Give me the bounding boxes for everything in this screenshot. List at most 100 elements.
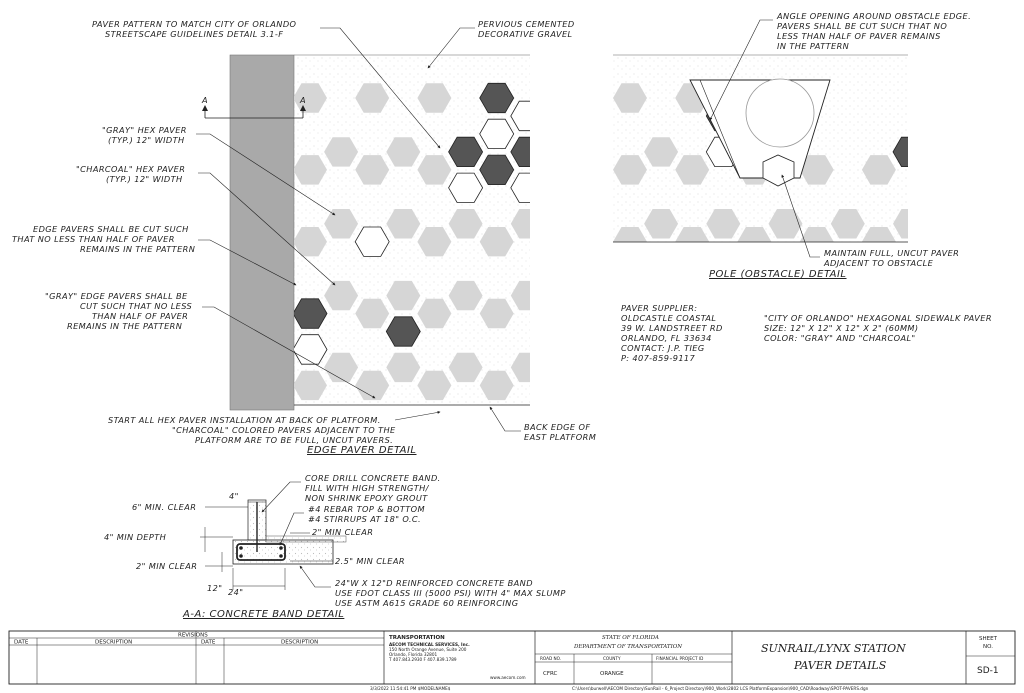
note-gray-hex-1: "GRAY" HEX PAVER xyxy=(102,125,187,135)
firm-header: TRANSPORTATION xyxy=(389,635,445,641)
hex-paver xyxy=(542,227,576,256)
dim-2in-clear-left: 2" MIN CLEAR xyxy=(136,561,197,571)
leader-maintain xyxy=(781,174,820,258)
band-note-2: FILL WITH HIGH STRENGTH/ xyxy=(305,483,430,493)
note-charcoal-hex-1: "CHARCOAL" HEX PAVER xyxy=(76,164,185,174)
leader-gravel xyxy=(427,27,475,69)
hex-paver xyxy=(448,172,484,203)
concrete-band-detail: 4" 6" MIN. CLEAR 4" MIN DEPTH 2" MIN CLE… xyxy=(104,473,565,620)
firm-addr1: 150 North Orange Avenue, Suite 200 xyxy=(389,647,467,652)
hex-paver xyxy=(861,227,896,242)
hex-paver xyxy=(675,227,710,242)
band-note-3: NON SHRINK EPOXY GROUT xyxy=(305,493,428,503)
hex-paver xyxy=(479,370,514,401)
note-gray-edge-4: REMAINS IN THE PATTERN xyxy=(67,321,182,331)
opening-edge-left xyxy=(699,79,741,179)
leader-gray-edge xyxy=(202,306,376,399)
sheet-number: SD-1 xyxy=(977,666,999,676)
hex-paver xyxy=(861,155,896,185)
hex-paver xyxy=(799,155,834,185)
note-start-install-1: START ALL HEX PAVER INSTALLATION AT BACK… xyxy=(108,415,381,425)
firm-addr2: Orlando, Florida 32801 xyxy=(389,652,438,657)
hex-paver xyxy=(510,280,530,311)
hex-paver xyxy=(385,316,421,347)
road-value: CFRC xyxy=(543,671,558,677)
rev-desc-2: DESCRIPTION xyxy=(281,640,318,646)
hex-paver xyxy=(542,119,576,148)
dim-4in-depth: 4" MIN DEPTH xyxy=(104,532,166,542)
hex-paver xyxy=(448,209,483,239)
hex-paver xyxy=(644,209,679,239)
rev-date-1: DATE xyxy=(14,640,29,646)
spec-line-3: COLOR: "GRAY" AND "CHARCOAL" xyxy=(764,333,916,343)
supplier-info: PAVER SUPPLIER: OLDCASTLE COASTAL 39 W. … xyxy=(621,303,992,363)
hex-paver xyxy=(799,227,834,242)
note-angle-4: IN THE PATTERN xyxy=(777,41,849,51)
hex-paver xyxy=(675,155,710,185)
sheet-title-1: SUNRAIL/LYNX STATION xyxy=(761,642,906,655)
section-arrow-left xyxy=(202,105,208,111)
note-gray-edge-2: CUT SUCH THAT NO LESS xyxy=(80,301,192,311)
hex-paver xyxy=(324,280,359,311)
hex-paver xyxy=(542,83,576,112)
band-note-5: #4 STIRRUPS AT 18" O.C. xyxy=(308,514,421,524)
hex-paver xyxy=(955,137,989,166)
hex-paver xyxy=(924,119,958,148)
sheet-title-2: PAVER DETAILS xyxy=(793,659,887,672)
hex-paver xyxy=(417,155,452,185)
note-edge-cut-2: THAT NO LESS THAN HALF OF PAVER xyxy=(12,234,175,244)
firm-phone: T 407.843.2930 F 407.839.1789 xyxy=(388,657,457,662)
hex-paver xyxy=(737,227,772,242)
state-label: STATE OF FLORIDA xyxy=(602,635,659,641)
gravel-band xyxy=(294,55,530,80)
title-block-border xyxy=(8,630,1016,685)
hex-paver xyxy=(924,83,958,112)
note-angle-3: LESS THAN HALF OF PAVER REMAINS xyxy=(777,31,941,41)
hex-paver xyxy=(768,209,803,239)
revisions-label: REVISIONS xyxy=(178,633,208,639)
hex-paver xyxy=(417,298,452,329)
pole-obstacle xyxy=(745,78,815,148)
supplier-line-3: 39 W. LANDSTREET RD xyxy=(621,323,723,333)
hex-paver xyxy=(479,227,514,257)
hex-paver xyxy=(355,370,390,401)
supplier-line-6: P: 407-859-9117 xyxy=(621,353,696,363)
edge-detail-title: EDGE PAVER DETAIL xyxy=(307,445,417,456)
hex-paver xyxy=(510,100,530,132)
hex-paver xyxy=(479,298,514,329)
sheet-label-1: SHEET xyxy=(979,636,998,642)
slab xyxy=(265,535,347,543)
dept-label: DEPARTMENT OF TRANSPORTATION xyxy=(573,644,682,650)
pole-detail: ANGLE OPENING AROUND OBSTACLE EDGE. PAVE… xyxy=(613,11,989,280)
hex-paver xyxy=(294,227,327,257)
hex-paver xyxy=(644,137,679,167)
rev-desc-1: DESCRIPTION xyxy=(95,640,132,646)
hex-paver xyxy=(417,83,452,113)
dim-25in-clear: 2.5" MIN CLEAR xyxy=(335,556,405,566)
note-start-install-3: PLATFORM ARE TO BE FULL, UNCUT PAVERS. xyxy=(195,435,393,445)
leader-back-edge xyxy=(489,406,521,432)
hex-paver xyxy=(294,155,327,185)
section-mark-a-right: A xyxy=(299,95,306,105)
note-charcoal-hex-2: (TYP.) 12" WIDTH xyxy=(106,174,183,184)
firm-name: AECOM TECHNICAL SERVICES, Inc. xyxy=(389,642,470,647)
note-angle-2: PAVERS SHALL BE CUT SUCH THAT NO xyxy=(777,21,947,31)
hex-paver xyxy=(893,209,908,239)
leader-angle xyxy=(709,19,773,121)
band-note-6: 24"W X 12"D REINFORCED CONCRETE BAND xyxy=(335,578,533,588)
supplier-line-2: OLDCASTLE COASTAL xyxy=(621,313,716,323)
band-note-1: CORE DRILL CONCRETE BAND. xyxy=(305,473,441,483)
rebar-bottom-left xyxy=(239,554,243,558)
hex-paver xyxy=(510,172,530,203)
dim-4in: 4" xyxy=(229,491,239,501)
spec-line-1: "CITY OF ORLANDO" HEXAGONAL SIDEWALK PAV… xyxy=(764,313,992,323)
note-back-edge-2: EAST PLATFORM xyxy=(524,432,596,442)
hex-paver xyxy=(386,352,421,383)
hex-paver xyxy=(955,209,989,239)
hex-paver xyxy=(542,299,576,329)
hex-paver xyxy=(706,209,741,239)
hex-paver xyxy=(573,137,607,166)
leader-paver-pattern xyxy=(320,27,441,149)
note-gray-hex-2: (TYP.) 12" WIDTH xyxy=(108,135,185,145)
